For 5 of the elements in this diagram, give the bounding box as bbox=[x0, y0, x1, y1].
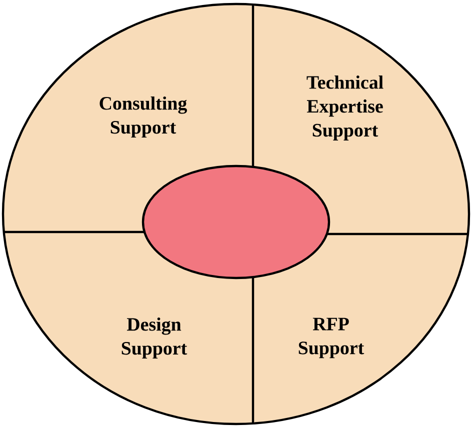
quadrant-label: Design Support bbox=[122, 317, 188, 359]
quadrant-label: Consulting Support bbox=[100, 96, 187, 138]
quadrant-label: Technical Expertise Support bbox=[306, 76, 384, 140]
center-ellipse bbox=[142, 164, 330, 280]
quadrant-label: RFP Support bbox=[298, 318, 364, 358]
